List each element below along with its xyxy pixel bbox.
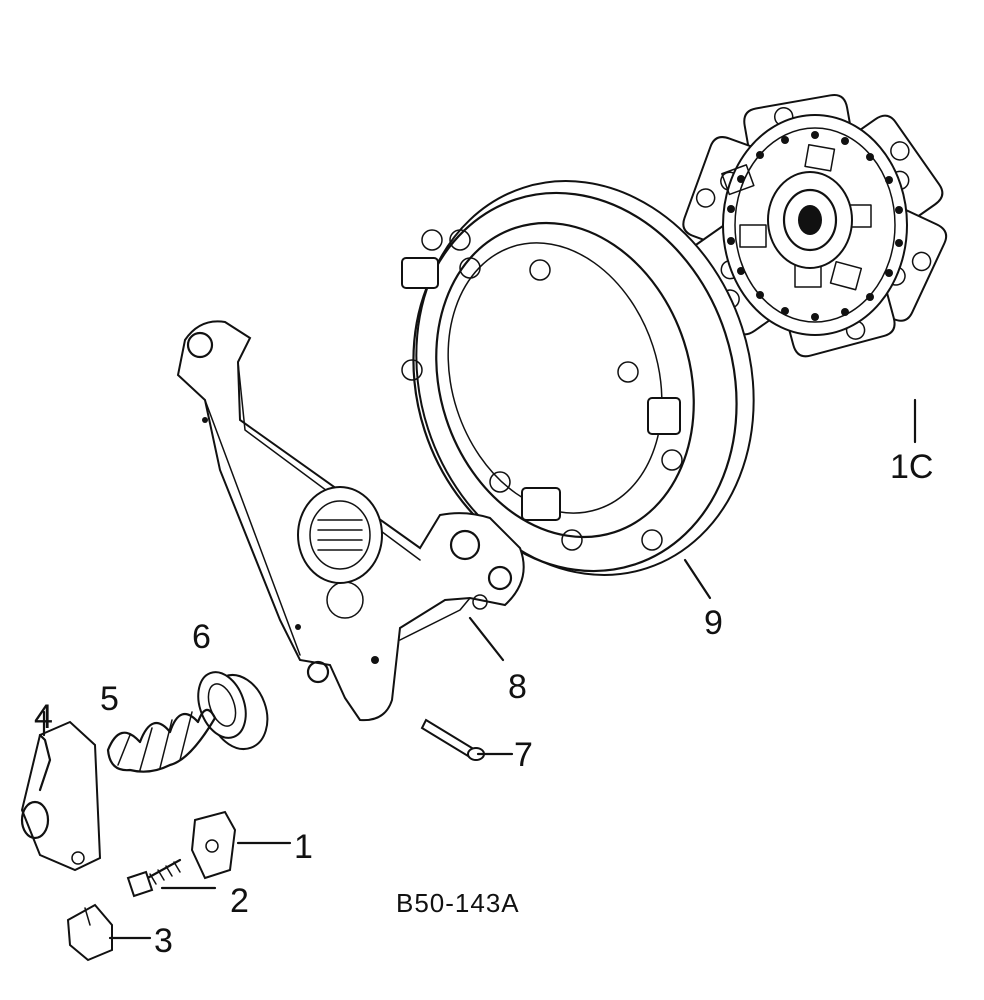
clutch-cover-part-8[interactable] <box>176 320 525 722</box>
clip-part-1[interactable] <box>190 810 237 880</box>
callout-9: 9 <box>704 604 723 642</box>
clutch-disc-part-10[interactable] <box>680 93 951 359</box>
callout-3: 3 <box>154 922 173 960</box>
pressure-plate-part-9[interactable] <box>365 137 803 619</box>
leader-lines <box>42 398 917 940</box>
diagram-code: B50-143A <box>396 888 520 918</box>
lock-plate-part-3[interactable] <box>66 903 113 962</box>
callout-1: 1 <box>294 828 313 866</box>
lever-block-part-4[interactable] <box>20 720 102 872</box>
callout-2: 2 <box>230 882 249 920</box>
callout-5: 5 <box>100 680 119 718</box>
callout-6: 6 <box>192 618 211 656</box>
callout-10: 1C <box>890 448 933 486</box>
pin-part-7[interactable] <box>420 718 485 761</box>
bushing-part-6[interactable] <box>190 666 278 758</box>
callout-8: 8 <box>508 668 527 706</box>
spring-part-5[interactable] <box>106 708 217 773</box>
bolt-part-2[interactable] <box>126 858 182 898</box>
callout-4: 4 <box>34 698 53 736</box>
callout-7: 7 <box>514 736 533 774</box>
